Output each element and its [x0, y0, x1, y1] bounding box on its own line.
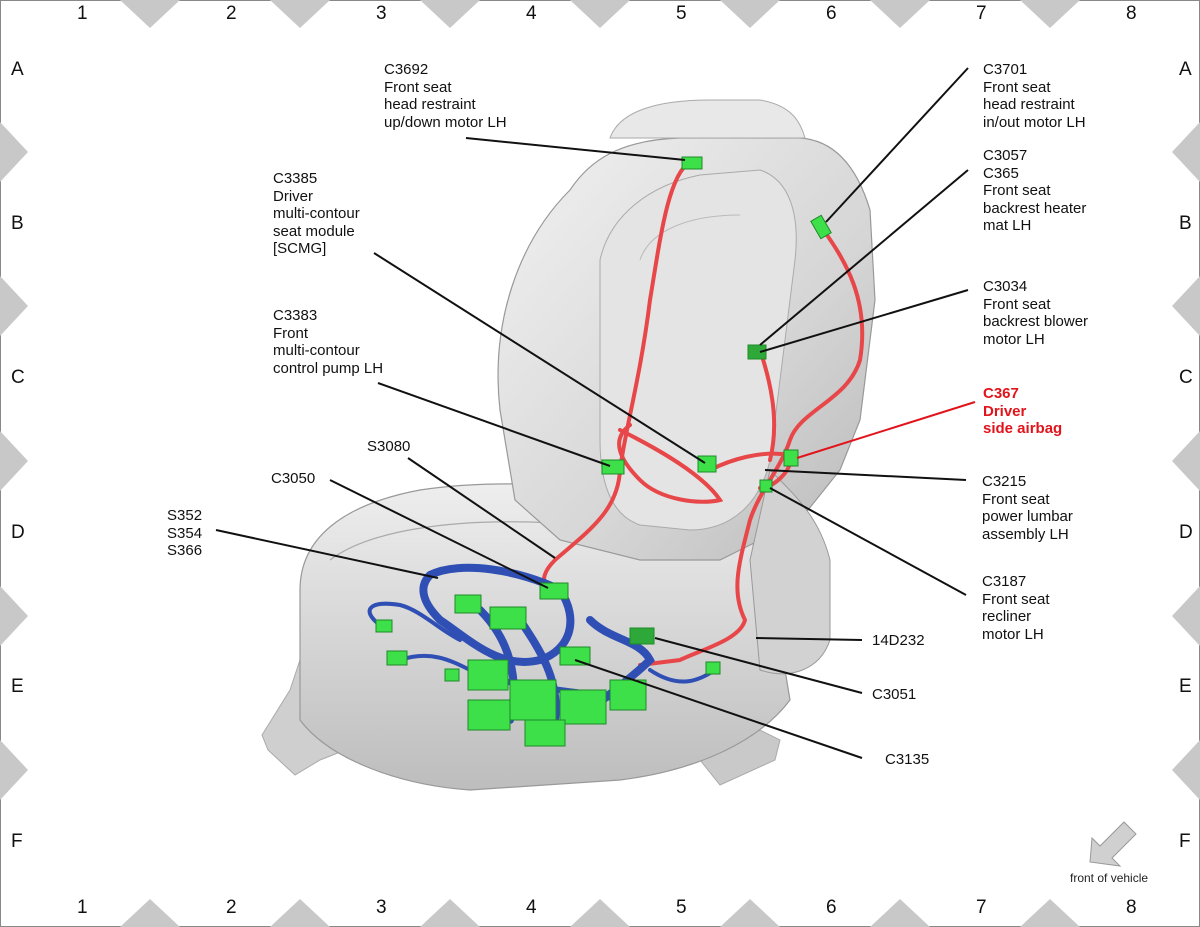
- callout-s352: S352 S354 S366: [167, 507, 203, 559]
- callout-c3692: C3692 Front seat head restraint up/down …: [384, 61, 507, 131]
- grid-row-label: F: [11, 831, 23, 852]
- grid-row-label: D: [11, 522, 25, 543]
- callout-c3215: C3215 Front seat power lumbar assembly L…: [982, 473, 1073, 543]
- grid-column-label: 3: [376, 3, 387, 24]
- orientation-label: front of vehicle: [1070, 871, 1149, 885]
- callout-c3135: C3135: [885, 751, 930, 768]
- grid-row-label: A: [11, 59, 24, 80]
- grid-row-label: A: [1179, 59, 1192, 80]
- arrow-down-left-icon: [1089, 821, 1137, 867]
- callout-c3034: C3034 Front seat backrest blower motor L…: [983, 278, 1089, 348]
- grid-column-label: 7: [976, 897, 987, 918]
- grid-column-label: 7: [976, 3, 987, 24]
- grid-column-label: 6: [826, 897, 837, 918]
- grid-row-label: B: [11, 213, 24, 234]
- callout-c3701: C3701 Front seat head restraint in/out m…: [983, 61, 1086, 131]
- grid-column-label: 2: [226, 3, 237, 24]
- grid-column-label: 8: [1126, 897, 1137, 918]
- callout-14d232: 14D232: [872, 632, 925, 649]
- grid-row-label: C: [1179, 367, 1193, 388]
- grid-column-label: 5: [676, 897, 687, 918]
- grid-row-label: D: [1179, 522, 1193, 543]
- grid-row-label: C: [11, 367, 25, 388]
- callout-s3080: S3080: [367, 438, 411, 455]
- connectors: [375, 156, 832, 747]
- grid-column-label: 4: [526, 3, 537, 24]
- callout-c3187: C3187 Front seat recliner motor LH: [982, 573, 1050, 643]
- grid-column-label: 6: [826, 3, 837, 24]
- grid-row-label: E: [1179, 676, 1192, 697]
- grid-column-label: 3: [376, 897, 387, 918]
- grid-column-label: 8: [1126, 3, 1137, 24]
- callout-c3057: C3057 C365 Front seat backrest heater ma…: [983, 147, 1087, 234]
- grid-column-label: 5: [676, 3, 687, 24]
- grid-column-label: 1: [77, 3, 88, 24]
- grid-column-label: 4: [526, 897, 537, 918]
- grid-column-label: 1: [77, 897, 88, 918]
- callout-c3051: C3051: [872, 686, 917, 703]
- grid-row-label: F: [1179, 831, 1191, 852]
- callout-c367-airbag: C367 Driver side airbag: [983, 385, 1063, 437]
- leader-lines: [215, 67, 969, 759]
- grid-row-label: B: [1179, 213, 1192, 234]
- grid-column-label: 2: [226, 897, 237, 918]
- grid-row-label: E: [11, 676, 24, 697]
- callout-c3385: C3385 Driver multi-contour seat module […: [273, 170, 360, 257]
- airbag-leader-line: [796, 401, 976, 459]
- callout-c3050: C3050: [271, 470, 316, 487]
- callout-c3383: C3383 Front multi-contour control pump L…: [273, 307, 384, 377]
